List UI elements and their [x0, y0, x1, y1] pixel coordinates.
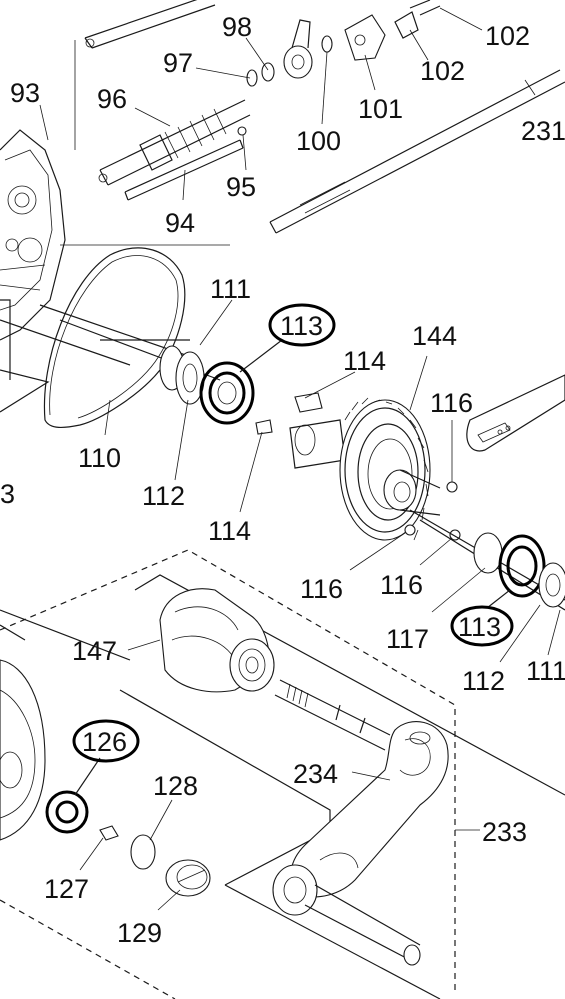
label-113a: 113: [280, 311, 323, 341]
label-116b: 116: [300, 574, 343, 604]
label-126: 126: [82, 727, 127, 757]
label-144: 144: [412, 321, 457, 351]
label-113b: 113: [458, 612, 501, 642]
part-114-upper: [294, 392, 323, 413]
label-95: 95: [226, 172, 256, 202]
handle-arm-234: [272, 721, 449, 966]
leader-lines: [39, 7, 561, 911]
upper-small-parts: [246, 0, 441, 87]
screw-116-b: [404, 524, 416, 536]
label-100: 100: [296, 126, 341, 156]
worm-shaft-96: [98, 99, 251, 186]
label-96: 96: [97, 84, 127, 114]
bearing-group-lower: [409, 509, 565, 611]
label-93: 93: [10, 78, 40, 108]
label-114b: 114: [208, 516, 251, 546]
bearing-group-upper: [159, 345, 255, 425]
oring-128: [130, 834, 156, 870]
label-116c: 116: [380, 570, 423, 600]
right-lever: [466, 374, 565, 452]
bearing-113-highlight: [199, 361, 255, 425]
left-handle-knob: [0, 659, 46, 841]
shaft-top: [84, 0, 216, 49]
label-102a: 102: [485, 21, 530, 51]
part-labels: 93 96 97 98 100 101 102 102 231 95 94 11…: [0, 12, 565, 948]
label-3: 3: [0, 479, 15, 509]
body-frame-93: [0, 129, 66, 413]
label-111b: 111: [526, 656, 565, 686]
label-113b-circle: [450, 605, 514, 647]
label-114a: 114: [343, 346, 386, 376]
label-112a: 112: [142, 481, 185, 511]
handle-knob-147: [159, 588, 275, 693]
part-127: [99, 825, 119, 841]
label-102b: 102: [420, 56, 465, 86]
label-116a: 116: [430, 388, 473, 418]
label-129: 129: [117, 918, 162, 948]
bearing-126-highlight: [45, 790, 89, 834]
label-147: 147: [72, 636, 117, 666]
label-128: 128: [153, 771, 198, 801]
rod-94: [124, 139, 244, 201]
handle-shaft: [274, 679, 391, 751]
part-95-pin: [237, 126, 247, 136]
label-117: 117: [386, 624, 429, 654]
cap-129: [165, 859, 211, 897]
gasket-110: [43, 247, 186, 428]
label-101: 101: [358, 94, 403, 124]
label-110: 110: [78, 443, 121, 473]
bearing-113-lower-highlight: [498, 534, 546, 598]
label-126-circle: [72, 719, 140, 763]
label-111a: 111: [210, 274, 251, 304]
handle-assembly-boundary: [0, 549, 456, 990]
label-94: 94: [165, 208, 195, 238]
screw-116-a: [446, 481, 458, 493]
label-231: 231: [521, 116, 565, 146]
drive-gear-144: [289, 397, 441, 541]
shaft-231: [269, 69, 565, 234]
label-233: 233: [482, 817, 527, 847]
label-113-circle: [268, 303, 336, 347]
handle-inner-frame: [134, 574, 565, 796]
part-114-lower: [255, 419, 273, 435]
label-112b: 112: [462, 666, 505, 696]
label-127: 127: [44, 874, 89, 904]
label-97: 97: [163, 48, 193, 78]
label-98: 98: [222, 12, 252, 42]
label-234: 234: [293, 759, 338, 789]
